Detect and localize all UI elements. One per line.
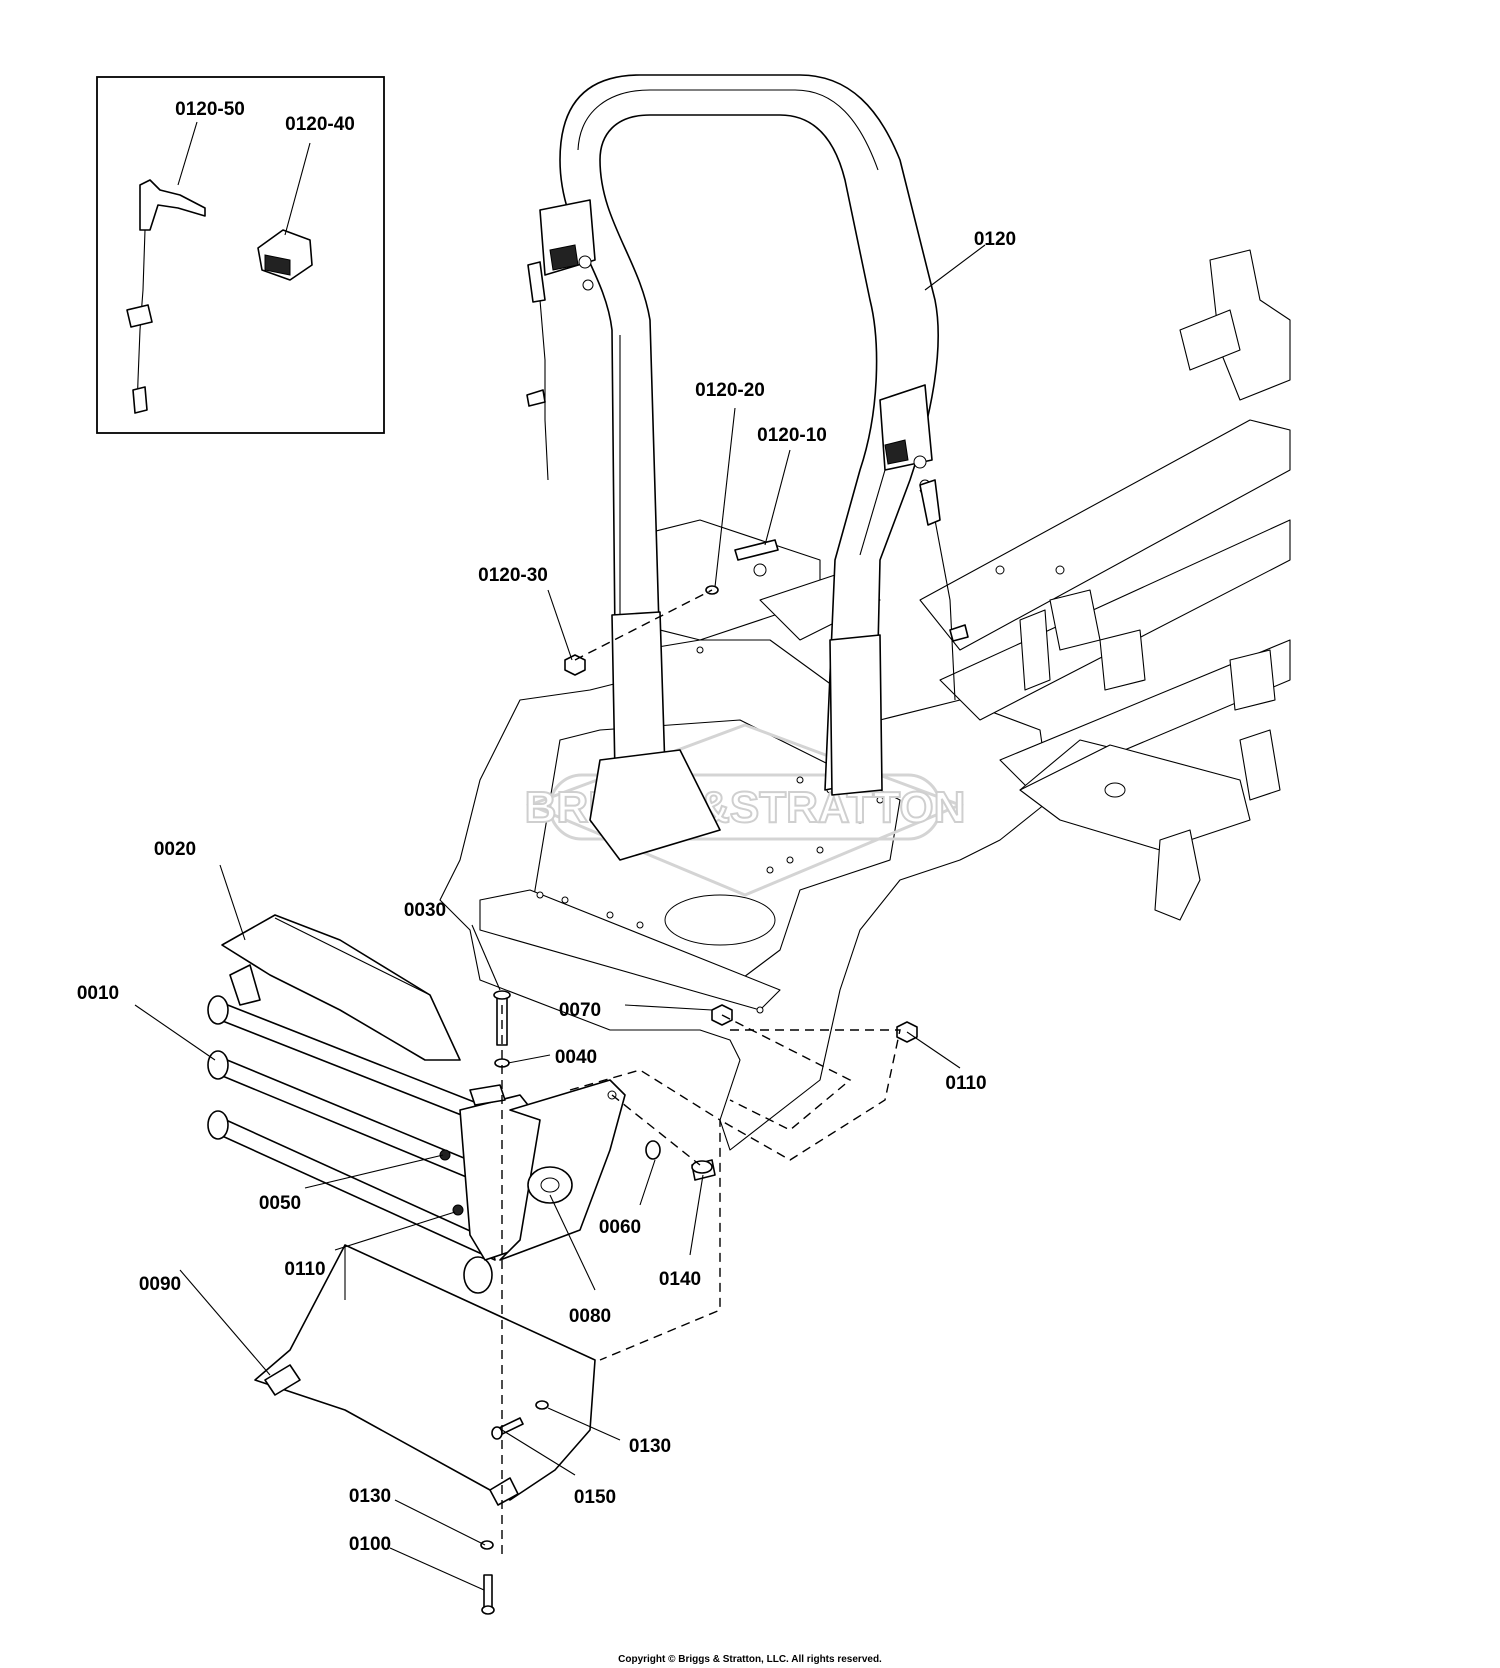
lynch-pin bbox=[126, 179, 206, 414]
assembly-lines bbox=[501, 589, 901, 1560]
watermark-text: BRIGGS&STRATTON bbox=[525, 783, 966, 832]
callout-0150: 0150 bbox=[574, 1487, 616, 1508]
callout-0070: 0070 bbox=[559, 1000, 601, 1021]
callout-0130-bottom: 0130 bbox=[349, 1486, 391, 1507]
callout-0110-right: 0110 bbox=[945, 1073, 986, 1094]
callout-0030: 0030 bbox=[404, 900, 446, 921]
callout-labels: 0120-50 0120-40 0120 0120-20 0120-10 012… bbox=[77, 99, 1016, 1555]
callout-0120-10: 0120-10 bbox=[757, 425, 827, 446]
front-bumper-assembly bbox=[207, 914, 626, 1506]
callout-0020: 0020 bbox=[154, 839, 196, 860]
callout-0080: 0080 bbox=[569, 1306, 611, 1327]
callout-0090: 0090 bbox=[139, 1274, 181, 1295]
callout-0060: 0060 bbox=[599, 1217, 641, 1238]
mower-frame bbox=[439, 249, 1291, 1151]
bolt-0100 bbox=[481, 1574, 495, 1615]
callout-0040: 0040 bbox=[555, 1047, 597, 1068]
detail-inset bbox=[96, 76, 385, 434]
callout-0140: 0140 bbox=[659, 1269, 701, 1290]
washer-0130 bbox=[535, 1400, 549, 1410]
callout-0010: 0010 bbox=[77, 983, 119, 1004]
callout-0120: 0120 bbox=[974, 229, 1016, 250]
leader-lines bbox=[134, 121, 986, 1591]
latch-block bbox=[257, 229, 313, 281]
callout-0110-left: 0110 bbox=[284, 1259, 325, 1280]
frame-holes bbox=[536, 563, 1065, 1014]
bolt-0140 bbox=[691, 1159, 716, 1181]
callout-0050: 0050 bbox=[259, 1193, 301, 1214]
callout-0120-50: 0120-50 bbox=[175, 99, 245, 120]
bolt-0120-10 bbox=[734, 539, 779, 561]
washer-0130-bottom bbox=[480, 1540, 494, 1550]
callout-0120-30: 0120-30 bbox=[478, 565, 548, 586]
callout-0130-right: 0130 bbox=[629, 1436, 671, 1457]
callout-0100: 0100 bbox=[349, 1534, 391, 1555]
copyright-notice: Copyright © Briggs & Stratton, LLC. All … bbox=[618, 1654, 882, 1665]
hardware bbox=[480, 539, 918, 1615]
nut-0120-30 bbox=[564, 654, 586, 676]
callout-0120-20: 0120-20 bbox=[695, 380, 765, 401]
roll-over-bar bbox=[526, 74, 969, 861]
washer-0060 bbox=[645, 1140, 661, 1160]
callout-0120-40: 0120-40 bbox=[285, 114, 355, 135]
